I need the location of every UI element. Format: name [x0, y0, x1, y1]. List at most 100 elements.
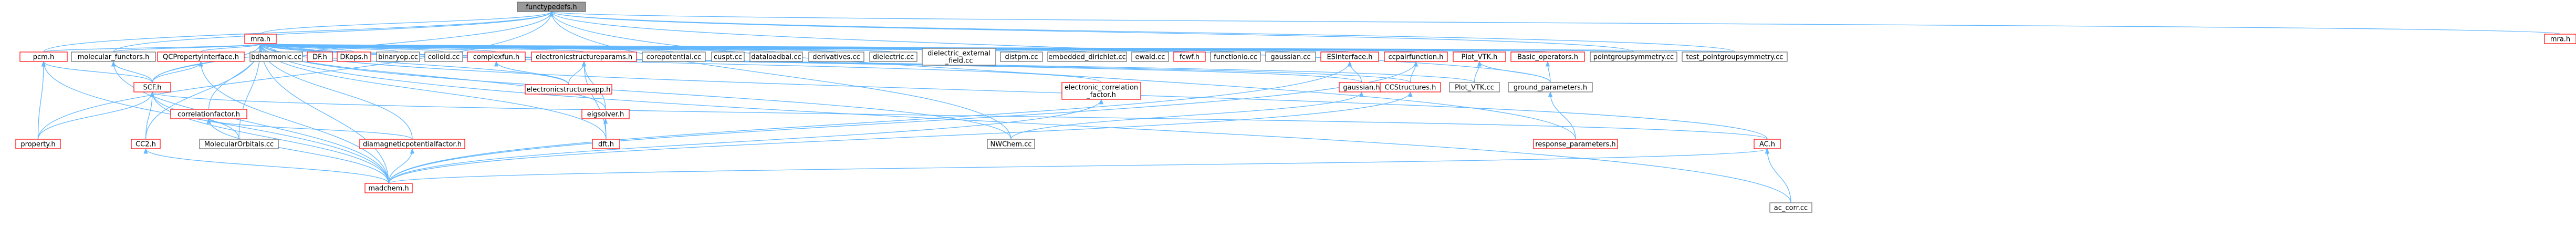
graph-node-distpm[interactable]: distpm.cc	[1000, 51, 1043, 62]
graph-node-gaussiancc[interactable]: gaussian.cc	[1265, 51, 1316, 62]
graph-node-ccpair[interactable]: ccpairfunction.h	[1384, 51, 1448, 62]
graph-node-fcwf[interactable]: fcwf.h	[1173, 51, 1206, 62]
dependency-edge-madchem-to-escorr	[388, 98, 1104, 184]
node-box	[199, 139, 279, 149]
node-label: ccpairfunction.h	[1389, 54, 1444, 61]
graph-node-esinterface[interactable]: ESInterface.h	[1320, 51, 1379, 62]
graph-node-eigsolver[interactable]: eigsolver.h	[581, 109, 630, 119]
graph-node-corepot[interactable]: corepotential.cc	[642, 51, 706, 62]
graph-node-basicops[interactable]: Basic_operators.h	[1510, 51, 1585, 62]
graph-node-plotvtkcc[interactable]: Plot_VTK.cc	[1449, 82, 1500, 92]
dependency-edge-diamag-to-corrfactor	[206, 118, 413, 140]
node-box	[15, 139, 61, 149]
node-box	[376, 51, 420, 62]
dependency-edge-groundparams-to-basicops	[1545, 60, 1551, 83]
graph-node-molorb[interactable]: MolecularOrbitals.cc	[199, 139, 279, 149]
dependency-edge-pcm-to-functypedefs	[43, 11, 554, 53]
node-label: fcwf.h	[1180, 54, 1200, 61]
graph-node-esapp[interactable]: electronicstructureapp.h	[525, 84, 612, 95]
node-label: colloid.cc	[428, 54, 460, 61]
graph-node-escorr[interactable]: electronic_correlation_factor.h	[1061, 82, 1141, 100]
graph-node-diamag[interactable]: diamagneticpotentialfactor.h	[359, 139, 465, 149]
dependency-edge-cc2-to-scfh	[145, 91, 155, 140]
graph-node-mra[interactable]: mra.h	[244, 34, 277, 44]
graph-node-scfh[interactable]: SCF.h	[133, 82, 171, 92]
dependency-edge-testpgsym-to-functypedefs	[549, 11, 1735, 53]
graph-node-functionio[interactable]: functionio.cc	[1210, 51, 1261, 62]
node-box	[19, 51, 68, 62]
graph-node-plotvtkh[interactable]: Plot_VTK.h	[1453, 51, 1506, 62]
graph-node-ewald[interactable]: ewald.cc	[1131, 51, 1169, 62]
graph-node-testpgsym[interactable]: test_pointgroupsymmetry.cc	[1682, 51, 1788, 62]
node-label: QCPropertyInterface.h	[163, 54, 239, 61]
node-box	[133, 82, 171, 92]
graph-node-pcm[interactable]: pcm.h	[19, 51, 68, 62]
graph-node-dfh[interactable]: DF.h	[307, 51, 333, 62]
node-label: eigsolver.h	[587, 111, 624, 119]
graph-node-qcprop[interactable]: QCPropertyInterface.h	[157, 51, 245, 62]
dependency-edge-molfunctors-to-functypedefs	[113, 11, 554, 53]
node-label: binaryop.cc	[378, 54, 418, 61]
graph-node-dielext[interactable]: dielectric_external_field.cc	[922, 48, 996, 66]
node-label: CCStructures.h	[1385, 84, 1436, 92]
dependency-edge-testpgsym-to-mra	[260, 43, 1735, 53]
graph-node-complexfun[interactable]: complexfun.h	[467, 51, 526, 62]
node-label: Basic_operators.h	[1517, 54, 1578, 61]
dependency-edge-ach-to-mra	[258, 43, 1768, 140]
graph-node-mra2[interactable]: mra.h	[2544, 34, 2576, 44]
node-label: dataloadbal.cc	[751, 54, 801, 61]
node-label: molecular_functors.h	[78, 54, 150, 61]
node-box	[1047, 51, 1127, 62]
node-label: ground_parameters.h	[1514, 84, 1587, 92]
node-box	[642, 51, 706, 62]
node-label: DKops.h	[340, 54, 368, 61]
graph-node-respparams[interactable]: response_parameters.h	[1533, 139, 1618, 149]
node-label: Plot_VTK.h	[1462, 54, 1498, 61]
node-box	[1131, 51, 1169, 62]
dependency-edge-groundparams-to-plotvtkh	[1477, 60, 1551, 83]
graph-node-property[interactable]: property.h	[15, 139, 61, 149]
dependency-edge-madchem-to-qcprop	[199, 60, 389, 184]
graph-node-gaussianh[interactable]: gaussian.h	[1339, 82, 1384, 92]
graph-node-embdir[interactable]: embedded_dirichlet.cc	[1047, 51, 1127, 62]
graph-node-nwchem[interactable]: NWChem.cc	[987, 139, 1035, 149]
graph-node-colloid[interactable]: colloid.cc	[424, 51, 463, 62]
node-box	[1510, 51, 1585, 62]
graph-node-ach[interactable]: AC.h	[1754, 139, 1781, 149]
graph-node-binaryop[interactable]: binaryop.cc	[376, 51, 420, 62]
node-box	[364, 183, 413, 193]
dependency-edge-property-to-functypedefs	[37, 11, 554, 140]
graph-node-cc2[interactable]: CC2.h	[131, 139, 161, 149]
node-label: ESInterface.h	[1327, 54, 1372, 61]
dependency-edge-nwchem-to-gaussianh	[1010, 91, 1364, 140]
node-label: SCF.h	[143, 84, 161, 92]
graph-node-bdharmonic[interactable]: bdharmonic.cc	[249, 51, 303, 62]
node-box	[581, 109, 630, 119]
node-box	[1682, 51, 1788, 62]
dependency-edge-plotvtkcc-to-plotvtkh	[1474, 60, 1482, 83]
node-label: bdharmonic.cc	[251, 54, 301, 61]
node-box	[467, 51, 526, 62]
dependency-edge-madchem-to-pcm	[41, 60, 389, 184]
graph-node-dkops[interactable]: DKops.h	[337, 51, 371, 62]
graph-node-ccstruct[interactable]: CCStructures.h	[1380, 82, 1441, 92]
node-box	[808, 51, 864, 62]
node-label: mra.h	[2550, 36, 2570, 44]
graph-node-madchem[interactable]: madchem.h	[364, 183, 413, 193]
dependency-edge-madchem-to-ccstruct	[388, 91, 1413, 184]
graph-node-molfunctors[interactable]: molecular_functors.h	[71, 51, 156, 62]
graph-node-corrfactor[interactable]: correlationfactor.h	[170, 109, 247, 119]
graph-node-accorr[interactable]: ac_corr.cc	[1769, 202, 1812, 213]
graph-node-functypedefs: functypedefs.h	[517, 2, 586, 12]
graph-node-derivatives[interactable]: derivatives.cc	[808, 51, 864, 62]
graph-node-esparams[interactable]: electronicstructureparams.h	[531, 51, 637, 62]
graph-node-cuspt[interactable]: cuspt.cc	[711, 51, 745, 62]
graph-node-dataloadbal[interactable]: dataloadbal.cc	[749, 51, 803, 62]
graph-node-dfth[interactable]: dft.h	[592, 139, 620, 149]
graph-node-dielectric[interactable]: dielectric.cc	[869, 51, 917, 62]
graph-node-groundparams[interactable]: ground_parameters.h	[1508, 82, 1593, 92]
node-label: diamagneticpotentialfactor.h	[363, 141, 462, 149]
graph-node-pgsym1[interactable]: pointgroupsymmetry.cc	[1590, 51, 1677, 62]
node-box	[531, 51, 637, 62]
node-box	[307, 51, 333, 62]
